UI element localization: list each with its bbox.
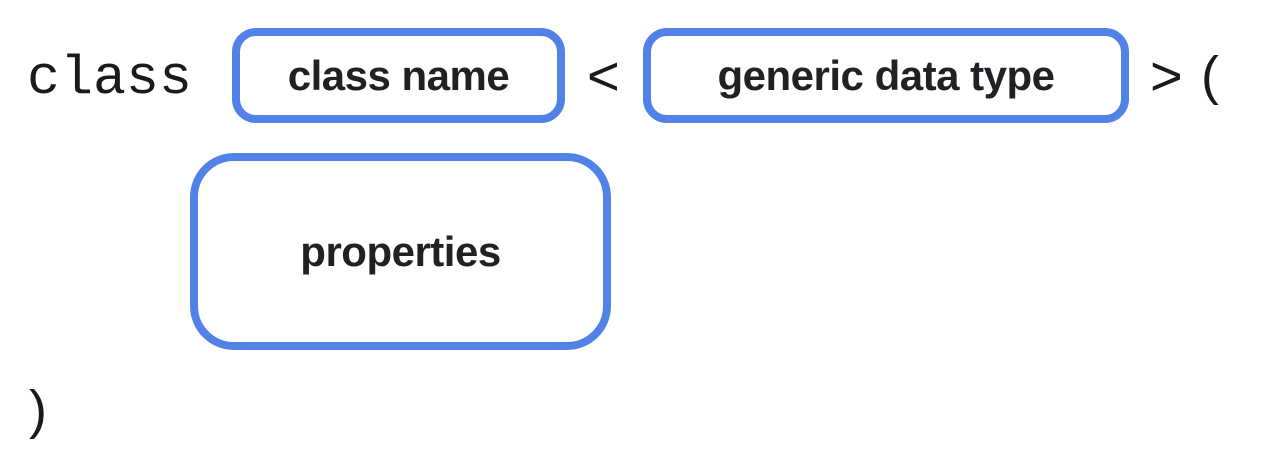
open-angle-bracket: < [587, 44, 620, 107]
properties-placeholder-label: properties [300, 227, 501, 275]
close-angle-bracket: > [1150, 44, 1183, 107]
generic-type-placeholder-label: generic data type [717, 51, 1055, 99]
generic-type-placeholder-box: generic data type [643, 28, 1129, 123]
class-name-placeholder-box: class name [232, 28, 565, 123]
class-keyword: class [27, 47, 193, 110]
close-parenthesis: ) [29, 380, 47, 440]
open-parenthesis: ( [1201, 46, 1219, 106]
class-name-placeholder-label: class name [287, 51, 510, 99]
properties-placeholder-box: properties [190, 153, 611, 350]
